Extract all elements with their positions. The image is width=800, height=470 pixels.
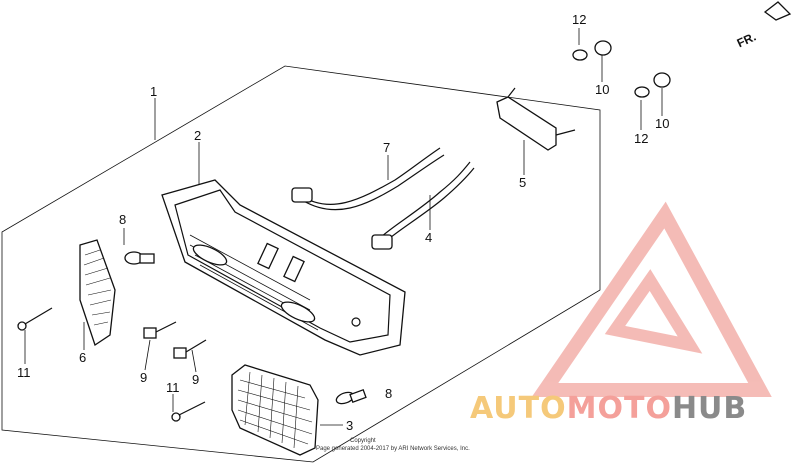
callout-10a: 10 [595, 82, 609, 97]
callout-3: 3 [346, 418, 353, 433]
front-direction-indicator: FR. [735, 1, 792, 51]
bulb-upper [124, 251, 155, 265]
screw-11-left [17, 307, 53, 331]
callout-8a: 8 [119, 212, 126, 227]
callout-7: 7 [383, 140, 390, 155]
callout-11a: 11 [17, 365, 31, 380]
callout-labels: 1 2 3 4 5 6 7 8 8 9 9 10 10 11 11 12 12 [17, 12, 669, 433]
callout-1: 1 [150, 84, 157, 99]
callout-6: 6 [79, 350, 86, 365]
copyright-line-2: Page generated 2004-2017 by ARI Network … [316, 446, 470, 452]
side-reflector [79, 239, 116, 347]
callout-9b: 9 [192, 372, 199, 387]
nut-10-lower [653, 72, 671, 88]
assembly-outline [1, 65, 601, 463]
washer-12-lower [634, 86, 650, 98]
washer-12-upper [572, 49, 588, 61]
lens [231, 364, 319, 456]
mounting-bracket [496, 87, 576, 151]
screw-9-lower [173, 339, 207, 359]
screw-9-upper [143, 321, 177, 339]
watermark-auto: AUTO [470, 391, 567, 426]
copyright-line-1: Copyright [350, 438, 376, 444]
watermark-moto: MOTO [567, 391, 672, 426]
callout-12a: 12 [572, 12, 586, 27]
tail-light-housing [161, 179, 406, 356]
watermark-logo [531, 201, 772, 397]
callout-5: 5 [519, 175, 526, 190]
callout-8b: 8 [385, 386, 392, 401]
screw-11-bottom [171, 401, 206, 422]
wire-harness [291, 147, 475, 250]
callout-2: 2 [194, 128, 201, 143]
bulb-lower [335, 389, 367, 405]
callout-9a: 9 [140, 370, 147, 385]
watermark-hub: HUB [672, 391, 747, 426]
callout-11b: 11 [166, 380, 180, 395]
callout-10b: 10 [655, 116, 669, 131]
callout-4: 4 [425, 230, 432, 245]
nut-10-upper [594, 40, 612, 56]
callout-12b: 12 [634, 131, 648, 146]
leader-lines [24, 28, 663, 426]
svg-text:AUTOMOTOHUB: AUTOMOTOHUB [470, 391, 747, 426]
direction-label: FR. [735, 30, 758, 51]
watermark-wordmark: AUTOMOTOHUB [470, 391, 747, 426]
